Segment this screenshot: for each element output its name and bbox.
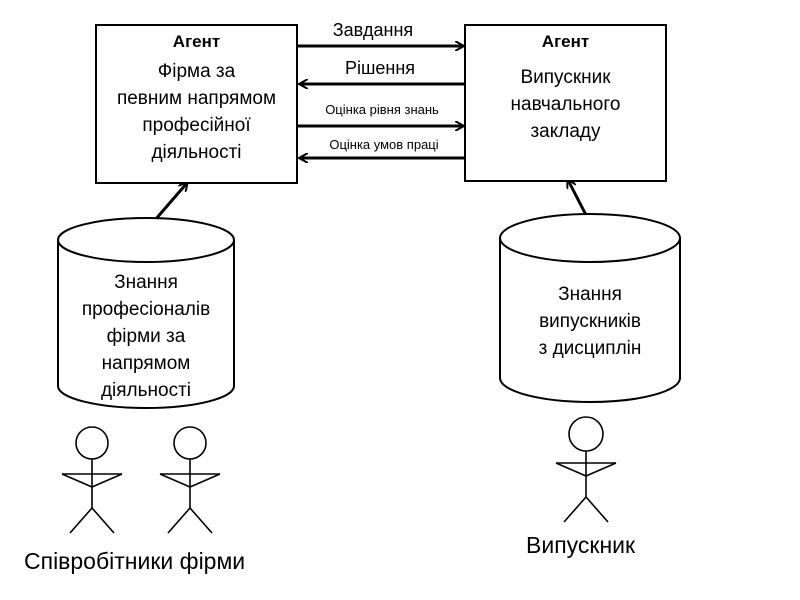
- conditions-assessment-label: Оцінка умов праці: [329, 137, 439, 152]
- left-database-cylinder: [57, 217, 235, 409]
- left-database-line: фірми за: [106, 326, 186, 347]
- right-database-cylinder: [499, 213, 681, 403]
- agent-graduate-box: Агент Випускник навчального закладу: [464, 24, 667, 182]
- right-database-line: з дисциплін: [538, 338, 642, 359]
- left-database-line: діяльності: [100, 380, 192, 401]
- left-database-line: Знання: [114, 272, 178, 293]
- agent-firm-title: Агент: [172, 32, 221, 51]
- agent-graduate-line: закладу: [530, 121, 601, 142]
- task-label: Завдання: [332, 20, 414, 40]
- left-database-line: напрямом: [101, 353, 191, 374]
- right-db-to-agent-arrow: [568, 180, 588, 216]
- agent-graduate-line: навчального: [510, 94, 621, 115]
- right-database-line: Знання: [558, 284, 622, 305]
- graduate-caption: Випускник: [526, 532, 636, 558]
- employees-caption: Співробітники фірми: [24, 548, 246, 574]
- right-database-label: Знання випускників з дисциплін: [500, 281, 680, 362]
- agent-graduate-title: Агент: [541, 32, 590, 51]
- agent-firm-box: Агент Фірма за певним напрямом професійн…: [95, 24, 298, 184]
- knowledge-assessment-label: Оцінка рівня знань: [325, 102, 439, 117]
- employee-figure-1: [61, 426, 123, 534]
- left-database-label: Знання професіоналів фірми за напрямом д…: [58, 269, 234, 404]
- employee-figure-2: [159, 426, 221, 534]
- agent-firm-line: певним напрямом: [116, 88, 277, 109]
- graduate-figure: [555, 416, 617, 523]
- agent-firm-line: професійної: [142, 115, 251, 136]
- agent-firm-line: Фірма за: [157, 61, 236, 82]
- left-database-line: професіоналів: [81, 299, 211, 320]
- right-database-line: випускників: [539, 311, 641, 332]
- agent-firm-line: діяльності: [151, 142, 242, 163]
- solution-label: Рішення: [344, 58, 416, 78]
- agent-graduate-description: Випускник навчального закладу: [466, 64, 665, 145]
- agent-firm-description: Фірма за певним напрямом професійної дія…: [97, 58, 296, 166]
- left-db-to-agent-arrow: [153, 183, 187, 221]
- agent-graduate-line: Випускник: [520, 67, 611, 88]
